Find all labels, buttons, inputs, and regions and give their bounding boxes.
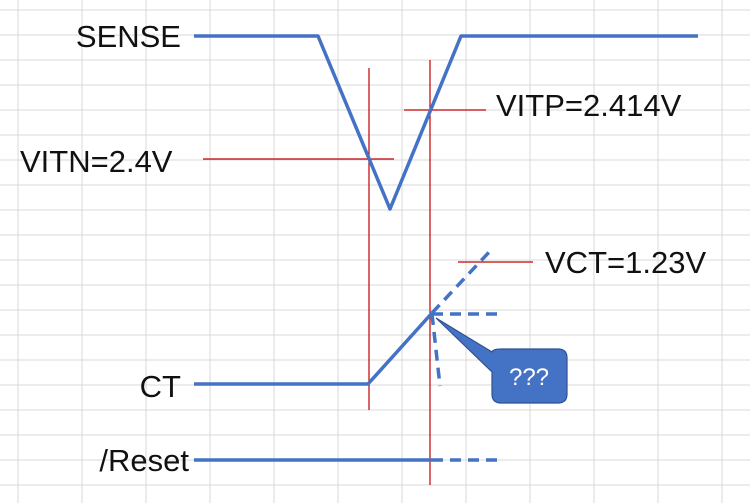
signal-labels: SENSE VITP=2.414V VITN=2.4V VCT=1.23V CT… [20,19,706,478]
ct-label: CT [140,369,181,404]
vitn-label: VITN=2.4V [20,144,173,179]
callout-text: ??? [509,364,549,391]
reset-label: /Reset [99,443,189,478]
ct-continue-rising-dashed [430,247,494,315]
vct-label: VCT=1.23V [545,245,706,280]
vitp-label: VITP=2.414V [496,88,682,123]
threshold-markers [203,60,533,485]
ct-waveform [194,311,434,386]
sense-label: SENSE [76,19,181,54]
question-callout: ??? [435,317,568,404]
waveforms [194,34,698,462]
callout-bubble [435,317,568,404]
ct-discharge-dashed [430,313,442,387]
sense-waveform [194,34,698,211]
